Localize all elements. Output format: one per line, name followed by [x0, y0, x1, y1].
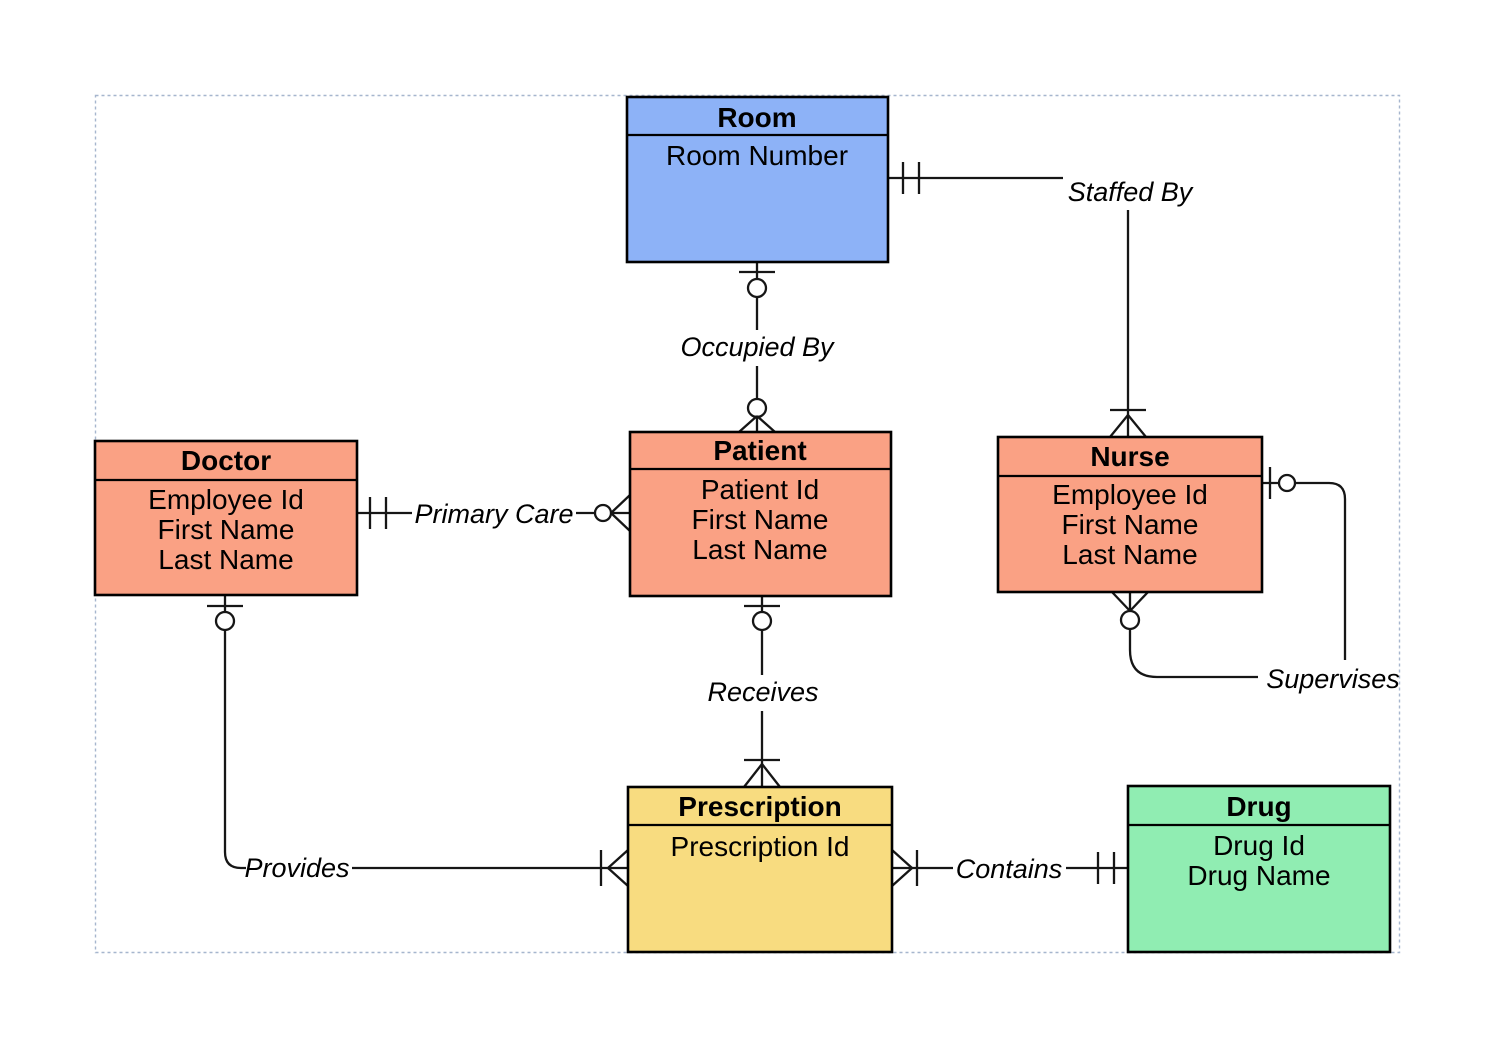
supervises-nurse-zero-circle-icon [1277, 473, 1297, 493]
entity-room: Room Room Number [625, 95, 890, 264]
contains-prescription-one-or-many-crows-foot-icon [891, 849, 919, 887]
entity-patient-title: Patient [713, 435, 806, 466]
entity-doctor-title: Doctor [181, 445, 271, 476]
relationship-label-contains: Contains [956, 854, 1063, 884]
relationship-staffed-by: Staffed By [888, 162, 1194, 438]
entity-drug-title: Drug [1226, 791, 1291, 822]
provides-doctor-zero-circle-icon [214, 610, 236, 632]
staffed-by-nurse-one-or-many-crows-foot-icon [1109, 408, 1147, 438]
provides-line [223, 630, 246, 870]
entity-patient: Patient Patient Id First Name Last Name [628, 430, 893, 598]
relationship-contains: Contains [891, 849, 1128, 887]
staffed-by-room-double-tick-icon [901, 162, 921, 194]
relationship-supervises: Supervises [1111, 467, 1400, 694]
relationship-occupied-by: Occupied By [680, 262, 835, 433]
entity-drug-box [1126, 784, 1392, 954]
entity-patient-attribute: Last Name [692, 534, 827, 565]
entity-prescription: Prescription Prescription Id [626, 785, 894, 954]
occupied-by-patient-zero-circle-icon [746, 397, 768, 419]
entity-prescription-attribute: Prescription Id [671, 831, 850, 862]
entity-patient-box [628, 430, 893, 598]
entity-doctor-box [93, 439, 359, 597]
entity-room-box [625, 95, 890, 264]
relationship-provides: Provides [207, 595, 629, 887]
entity-nurse: Nurse Employee Id First Name Last Name [996, 435, 1264, 594]
relationship-label-occupied-by: Occupied By [680, 332, 835, 362]
supervises-nurse-crows-foot-icon [1111, 591, 1149, 612]
entity-prescription-box [626, 785, 894, 954]
relationship-label-supervises: Supervises [1266, 664, 1400, 694]
relationship-label-provides: Provides [244, 853, 349, 883]
entity-doctor-attribute: Last Name [158, 544, 293, 575]
occupied-by-patient-crows-foot-icon [738, 415, 776, 433]
entity-doctor-attribute: First Name [158, 514, 295, 545]
entity-nurse-title: Nurse [1090, 441, 1169, 472]
entity-nurse-attribute: First Name [1062, 509, 1199, 540]
entity-room-title: Room [717, 102, 796, 133]
entity-doctor-attribute: Employee Id [148, 484, 304, 515]
entity-patient-attribute: First Name [692, 504, 829, 535]
entity-nurse-attribute: Employee Id [1052, 479, 1208, 510]
relationship-label-primary-care: Primary Care [414, 499, 573, 529]
entity-nurse-box [996, 435, 1264, 594]
entity-drug-attribute: Drug Id [1213, 830, 1305, 861]
primary-care-patient-crows-foot-icon [610, 494, 631, 532]
receives-patient-zero-circle-icon [751, 610, 773, 632]
entity-nurse-attribute: Last Name [1062, 539, 1197, 570]
relationship-primary-care: Primary Care [357, 494, 631, 532]
relationship-receives: Receives [707, 596, 819, 788]
receives-prescription-one-or-many-crows-foot-icon [743, 758, 781, 788]
contains-drug-double-tick-icon [1096, 852, 1116, 884]
entity-doctor: Doctor Employee Id First Name Last Name [93, 439, 359, 597]
primary-care-doctor-double-tick-icon [368, 497, 388, 529]
provides-prescription-one-or-many-crows-foot-icon [599, 849, 629, 887]
occupied-by-room-zero-circle-icon [746, 277, 768, 299]
primary-care-patient-zero-circle-icon [593, 503, 613, 523]
supervises-nurse-zero-circle-icon [1119, 609, 1141, 631]
supervises-line [1128, 629, 1258, 679]
entity-room-attribute: Room Number [666, 140, 848, 171]
relationship-label-staffed-by: Staffed By [1068, 177, 1194, 207]
entity-patient-attribute: Patient Id [701, 474, 819, 505]
entity-drug: Drug Drug Id Drug Name [1126, 784, 1392, 954]
entity-drug-attribute: Drug Name [1187, 860, 1330, 891]
entity-prescription-title: Prescription [678, 791, 841, 822]
relationship-label-receives: Receives [707, 677, 818, 707]
supervises-line [1295, 481, 1347, 660]
